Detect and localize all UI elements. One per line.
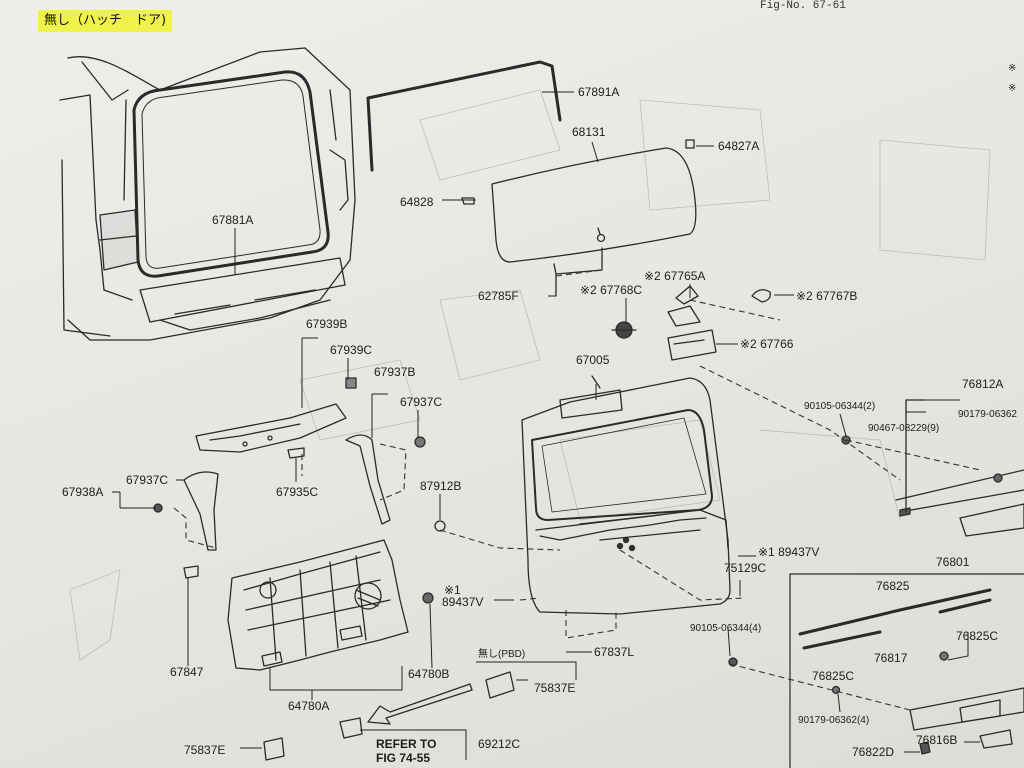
part-label-67939B: 67939B [306, 317, 348, 331]
roof-molding-67891A [366, 60, 562, 172]
corner-mark-1: ※ [1008, 63, 1017, 74]
part-label-67767B: ※2 67767B [796, 289, 858, 303]
part-label-76817: 76817 [874, 651, 908, 665]
part-label-90467-08229: 90467-08229(9) [868, 423, 940, 434]
part-label-64780B: 64780B [408, 667, 450, 681]
refer-note-line1: REFER TO [376, 737, 437, 751]
part-label-76825: 76825 [876, 579, 910, 593]
part-label-76812A: 76812A [962, 377, 1004, 391]
part-label-67937C-right: 67937C [400, 395, 443, 409]
part-label-87912B: 87912B [420, 479, 462, 493]
part-label-75837E-right: 75837E [534, 681, 576, 695]
vehicle-rear-body [59, 47, 356, 341]
part-label-64828: 64828 [400, 195, 434, 209]
part-label-90105-06344-4: 90105-06344(4) [690, 623, 762, 634]
part-label-no-pbd: 無し(PBD) [478, 649, 526, 660]
part-label-76825C-left: 76825C [812, 669, 855, 683]
back-door-glass-68131 [491, 147, 697, 263]
part-label-64780A: 64780A [288, 699, 330, 713]
part-label-69212C: 69212C [478, 737, 521, 751]
refer-note-line2: FIG 74-55 [376, 751, 431, 765]
part-label-64827A: 64827A [718, 139, 760, 153]
part-label-67939C: 67939C [330, 343, 373, 357]
part-label-89437V-right: ※1 89437V [758, 545, 820, 559]
part-label-89437V-mark: ※1 [444, 583, 461, 597]
part-label-67768C: ※2 67768C [580, 283, 643, 297]
part-label-90179-06362-4: 90179-06362(4) [798, 715, 870, 726]
part-label-67837L: 67837L [594, 645, 635, 659]
part-label-90105-06344-2: 90105-06344(2) [804, 401, 876, 412]
back-door-panel-67005 [521, 375, 731, 615]
part-label-76822D: 76822D [852, 745, 895, 759]
figure-number: Fig-No. 67-61 [760, 0, 846, 12]
part-label-67847: 67847 [170, 665, 204, 679]
part-label-89437V-left: 89437V [442, 595, 484, 609]
part-label-76801: 76801 [936, 555, 970, 569]
part-label-67937B: 67937B [374, 365, 416, 379]
part-label-62785F: 62785F [478, 289, 519, 303]
part-label-68131: 68131 [572, 125, 606, 139]
part-label-67765A: ※2 67765A [644, 269, 706, 283]
door-trim-board-64780A [227, 539, 409, 671]
part-label-67938A: 67938A [62, 485, 104, 499]
corner-mark-2: ※ [1008, 83, 1017, 94]
part-label-67766: ※2 67766 [740, 337, 794, 351]
part-label-76816B: 76816B [916, 733, 958, 747]
part-label-75837E-left: 75837E [184, 743, 226, 757]
page-header-title: 無し（ハッチ ドア) [38, 10, 173, 32]
part-label-67891A: 67891A [578, 85, 620, 99]
part-label-67881A: 67881A [212, 213, 254, 227]
part-label-76825C-right: 76825C [956, 629, 999, 643]
part-label-67005: 67005 [576, 353, 610, 367]
part-label-90179-06362: 90179-06362 [958, 409, 1017, 420]
part-label-67937C-left: 67937C [126, 473, 169, 487]
part-label-75129C: 75129C [724, 561, 767, 575]
part-label-67935C: 67935C [276, 485, 319, 499]
